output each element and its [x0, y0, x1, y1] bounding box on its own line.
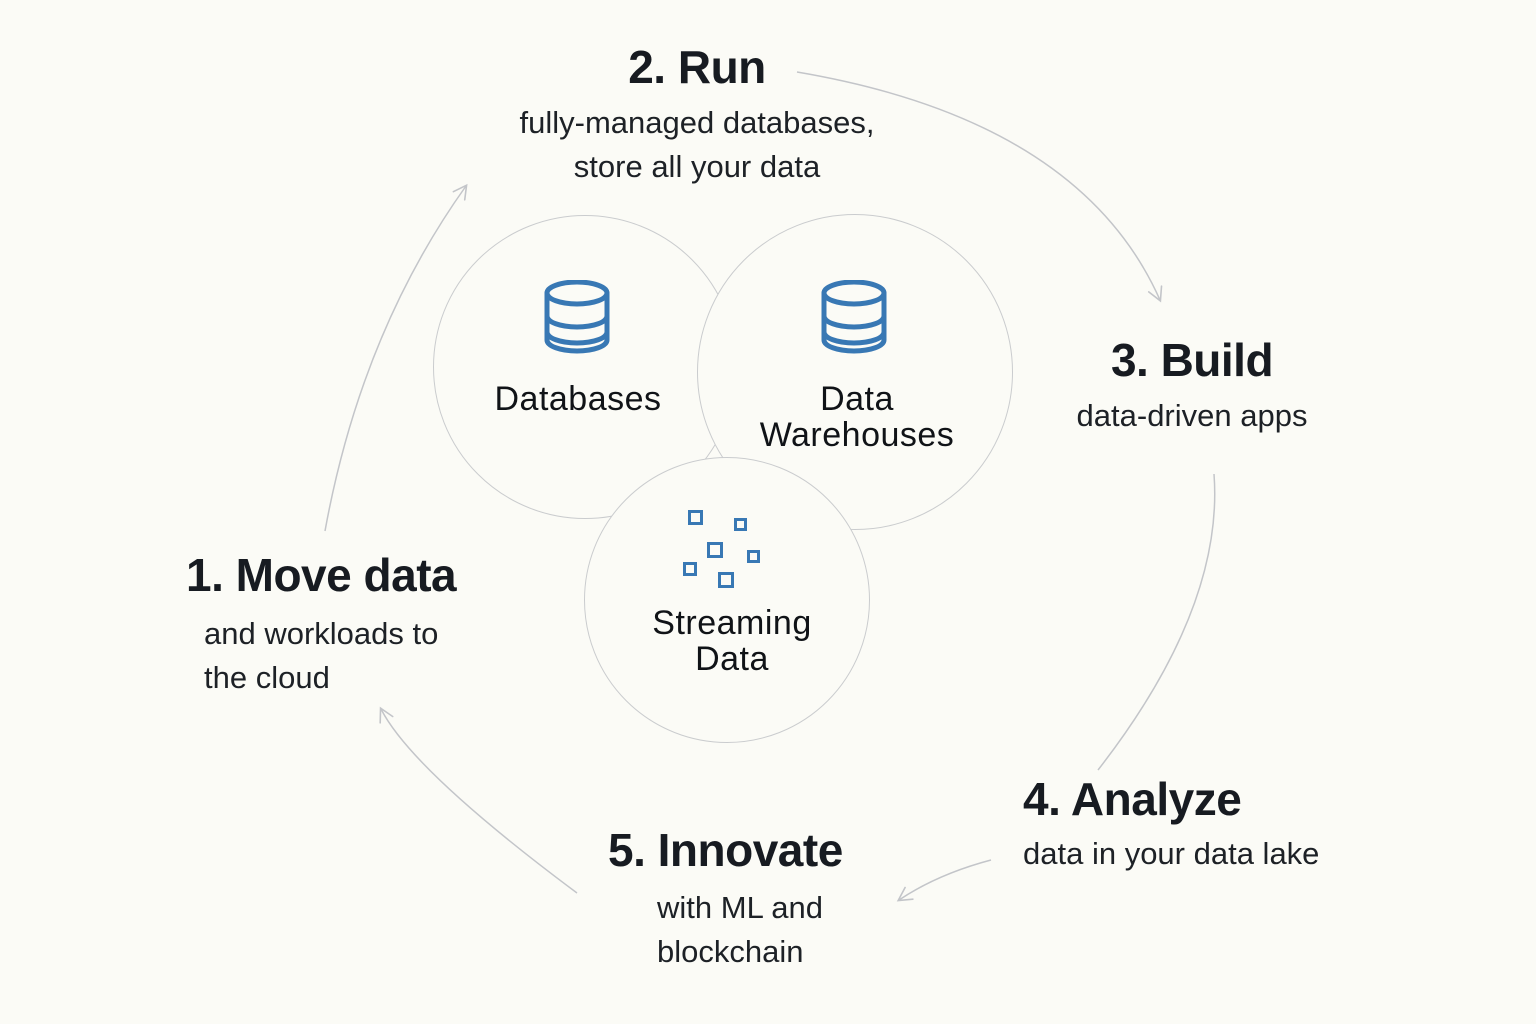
step-2-run: 2. Run fully-managed databases, store al…	[519, 40, 874, 188]
cluster-label-line: Databases	[494, 380, 662, 418]
cluster-label-line: Streaming	[652, 604, 812, 642]
streaming-data-circle	[584, 457, 870, 743]
step-subtitle-line: the cloud	[204, 659, 330, 695]
step-subtitle-line: data in your data lake	[1023, 836, 1320, 872]
step-subtitle-line: blockchain	[657, 933, 804, 969]
step-title: 1. Move data	[186, 549, 457, 601]
step-1-move-data: 1. Move data and workloads to the cloud	[186, 548, 457, 699]
step-title: 5. Innovate	[608, 824, 843, 876]
step-subtitle: data-driven apps	[1077, 394, 1308, 437]
step-3-build: 3. Build data-driven apps	[1077, 333, 1308, 438]
step-4-analyze: 4. Analyze data in your data lake	[1023, 772, 1319, 876]
database-icon	[821, 280, 887, 354]
arrow-step2-to-step3-icon	[796, 71, 1163, 303]
step-subtitle-line: with ML and	[657, 890, 823, 926]
step-subtitle: with ML and blockchain	[657, 886, 843, 973]
step-title: 3. Build	[1110, 334, 1274, 386]
step-subtitle-line: store all your data	[573, 148, 821, 184]
step-5-innovate: 5. Innovate with ML and blockchain	[608, 823, 843, 973]
stream-square-icon	[718, 572, 734, 588]
cluster-label-line: Data	[695, 639, 769, 678]
arrow-step3-to-step4-icon	[1097, 473, 1216, 771]
step-title: 2. Run	[628, 41, 766, 93]
stream-square-icon	[683, 562, 697, 576]
arrow-step1-to-step2-icon	[324, 183, 468, 532]
step-subtitle-line: data-driven apps	[1076, 398, 1308, 434]
step-subtitle-line: fully-managed databases,	[519, 105, 875, 141]
stream-square-icon	[688, 510, 703, 525]
data-warehouses-label: Data Warehouses	[759, 380, 955, 454]
step-title: 4. Analyze	[1023, 773, 1242, 825]
databases-label: Databases	[494, 380, 662, 418]
arrow-step4-to-step5-icon	[896, 859, 992, 902]
cluster-label-line: Data	[820, 380, 894, 418]
stream-square-icon	[707, 542, 723, 558]
stream-square-icon	[734, 518, 747, 531]
step-subtitle: data in your data lake	[1023, 832, 1319, 875]
step-subtitle: and workloads to the cloud	[204, 612, 456, 699]
step-subtitle-line: and workloads to	[204, 616, 439, 652]
step-subtitle: fully-managed databases, store all your …	[519, 101, 874, 188]
streaming-data-label: Streaming Data	[652, 604, 812, 678]
stream-square-icon	[747, 550, 760, 563]
database-icon	[544, 280, 610, 354]
arrow-step5-to-step1-icon	[379, 706, 578, 894]
cluster-label-line: Warehouses	[759, 415, 955, 454]
